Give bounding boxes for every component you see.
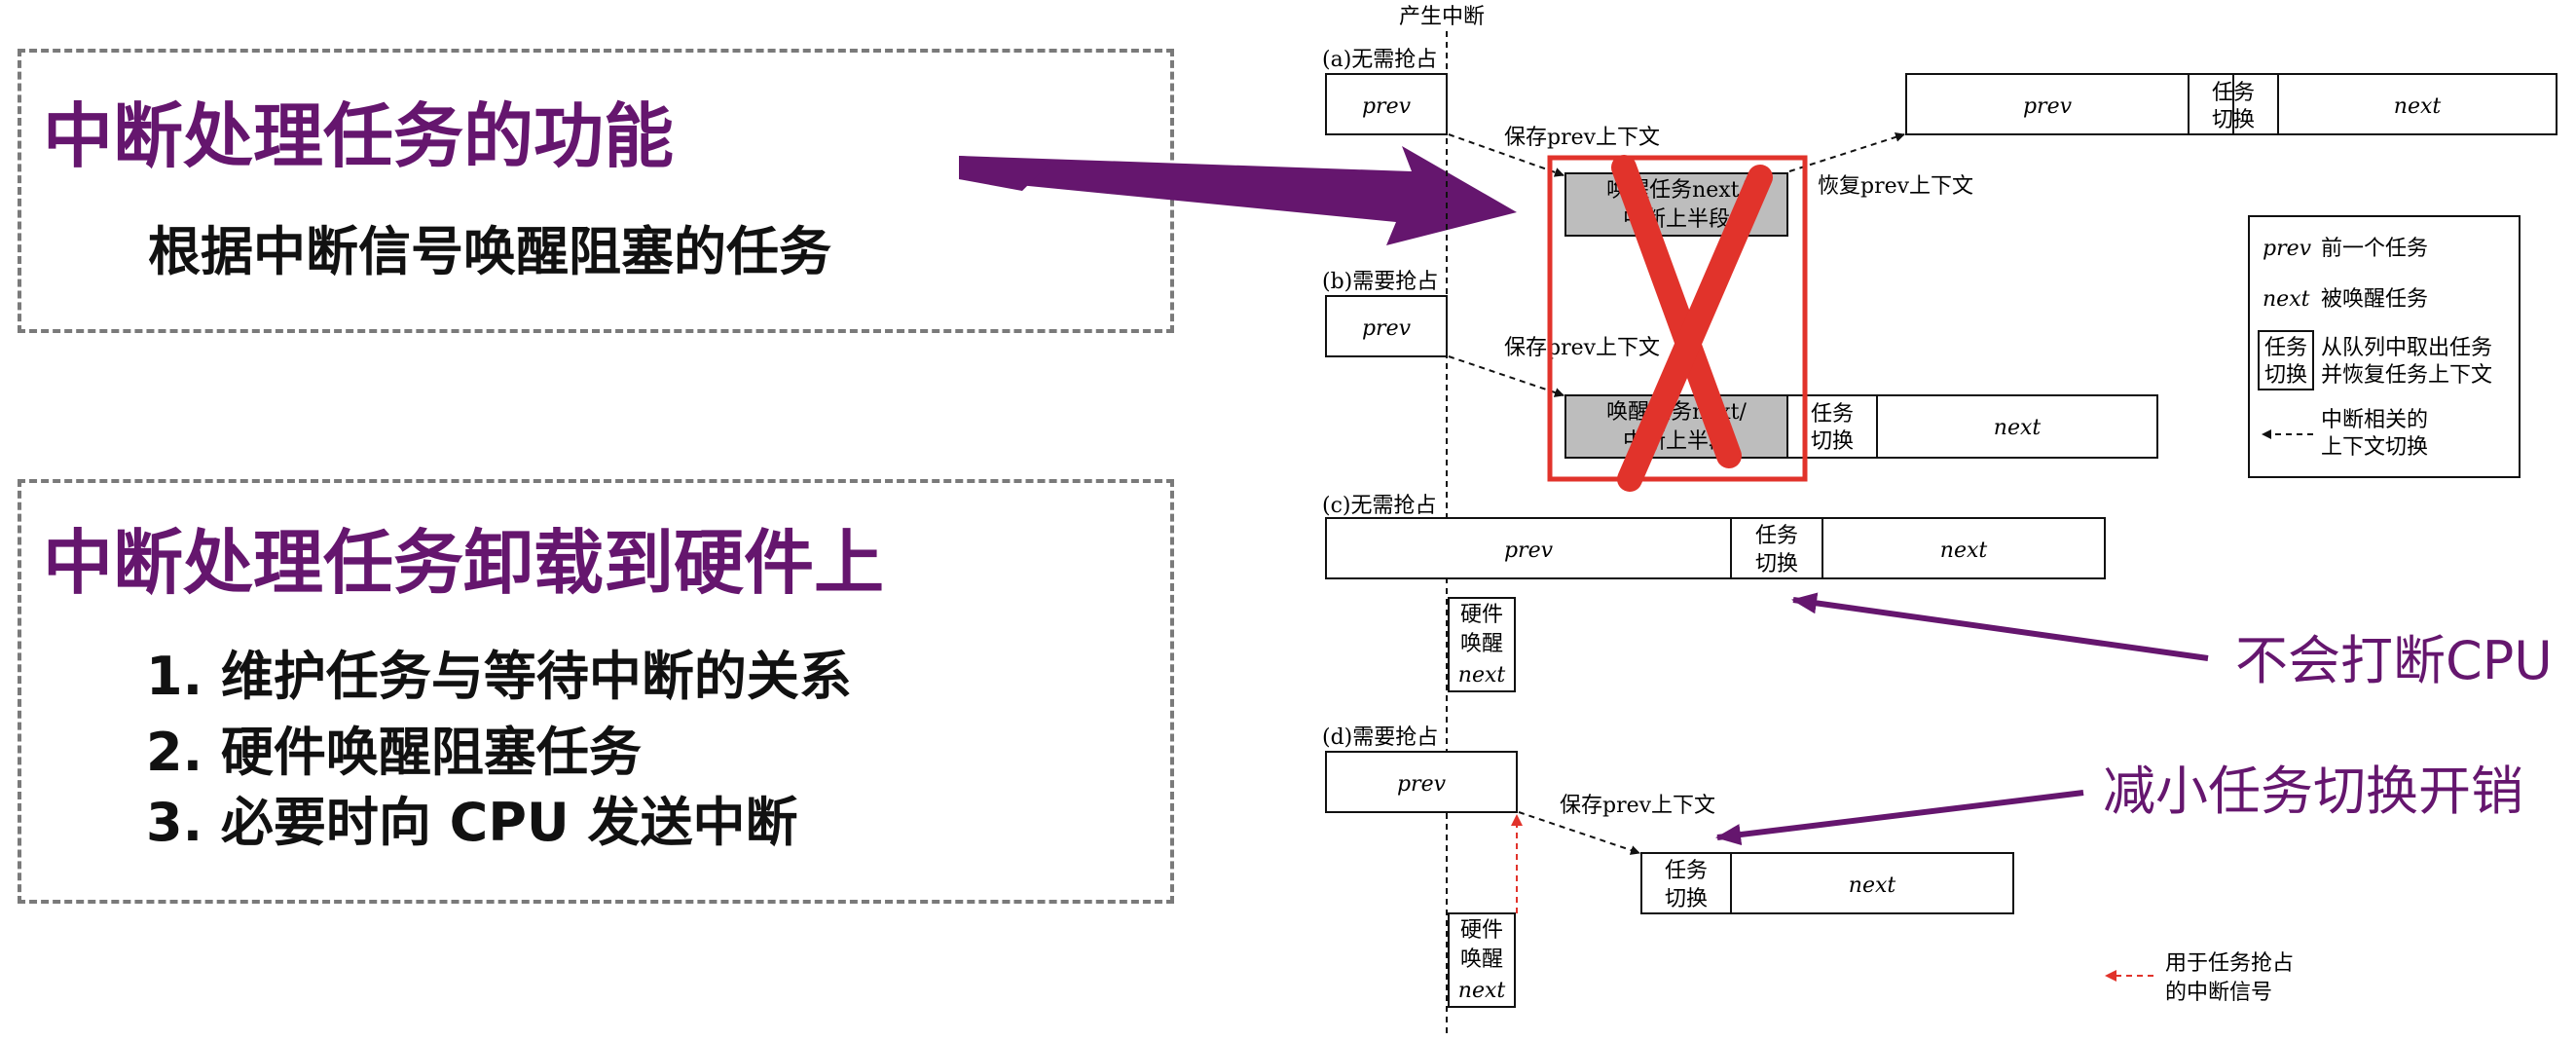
big-purple-arrow-tail [959,156,1051,191]
a-switch-area [2190,74,2233,134]
c-switch-box [1730,517,1823,579]
c-switch-line2: 切换 [1755,552,1798,576]
a-next-label: next [2394,94,2442,119]
legend-switch-desc-2: 并恢复任务上下文 [2321,363,2492,388]
d-next-label: next [1849,873,1896,898]
d-next-box [1730,852,2014,914]
legend-prev-key: prev [2263,237,2312,261]
d-prev-label: prev [1397,772,1447,797]
b-switch-line1: 任务 [1811,402,1854,427]
a-prev-resume-label: prev [2023,94,2073,119]
offload-box [18,479,1174,904]
a-next-box [2277,73,2558,135]
legend-switch-key-1: 任务 [2264,336,2307,360]
b-prev-label: prev [1362,316,1412,341]
a-save-ctx: 保存prev上下文 [1504,126,1660,150]
b-prev-box [1325,295,1448,357]
d-hw-wake-line2: 唤醒 [1460,947,1503,972]
section-b-label: (b)需要抢占 [1322,270,1438,294]
d-hw-wake-line3: next [1458,979,1506,1003]
offload-heading: 中断处理任务卸载到硬件上 [43,522,885,604]
section-a-label: (a)无需抢占 [1322,48,1437,72]
legend-arrow-desc-2: 上下文切换 [2321,435,2428,460]
offload-item-1: 1. 维护任务与等待中断的关系 [146,646,852,707]
legend-switch-desc-1: 从队列中取出任务 [2321,336,2492,360]
cross-stroke-2 [1617,165,1773,492]
d-hw-wake-line1: 硬件 [1460,918,1503,943]
legend-arrow-desc-1: 中断相关的 [2321,408,2428,432]
offload-item-3: 3. 必要时向 CPU 发送中断 [146,792,798,853]
legend-switch-key-2: 切换 [2264,363,2307,388]
section-d-label: (d)需要抢占 [1322,725,1438,750]
d-switch-line1: 任务 [1665,859,1708,883]
c-next-box [1822,517,2106,579]
no-interrupt-note: 不会打断CPU [2235,630,2553,691]
b-save-ctx: 保存prev上下文 [1504,336,1660,360]
c-hw-wake-box [1448,597,1516,692]
b-switch-line2: 切换 [1811,429,1854,454]
red-legend-1: 用于任务抢占 [2165,951,2294,976]
c-next-label: next [1940,539,1988,563]
section-c-label: (c)无需抢占 [1322,494,1437,518]
legend-next-key: next [2263,287,2310,312]
c-switch-line1: 任务 [1755,524,1798,548]
offload-item-2: 2. 硬件唤醒阻塞任务 [146,722,642,783]
cross-stroke-1 [1611,155,1742,468]
a-restore-ctx: 恢复prev上下文 [1818,174,1973,199]
reduce-cost-note: 减小任务切换开销 [2103,761,2523,822]
crossed-out-frame [1547,155,1808,482]
d-hw-wake-box [1448,912,1516,1008]
d-switch-line2: 切换 [1665,887,1708,911]
b-switch-box [1786,394,1878,459]
function-text: 根据中断信号唤醒阻塞的任务 [148,221,831,282]
b-wake-box [1564,394,1788,459]
a-switch-line1: 任务 [2212,81,2255,105]
a-prev-box [1325,73,1448,135]
c-prev-box [1325,517,1732,579]
legend-next-desc: 被唤醒任务 [2321,287,2428,312]
a-prev-label: prev [1362,94,1412,119]
a-switch-line2: 切换 [2212,108,2255,132]
no-interrupt-arrow [1791,592,2209,661]
b-next-label: next [1994,416,2042,440]
reduce-cost-arrow [1715,790,2084,846]
c-prev-label: prev [1504,539,1554,563]
legend-prev-desc: 前一个任务 [2321,237,2428,261]
d-prev-box [1325,751,1518,813]
d-save-ctx: 保存prev上下文 [1560,794,1715,818]
c-hw-wake-line3: next [1458,663,1506,687]
b-next-box [1876,394,2158,459]
interrupt-label: 产生中断 [1399,5,1485,29]
function-heading: 中断处理任务的功能 [43,95,675,177]
big-purple-arrow [959,146,1517,245]
legend-switch-key-box [2258,330,2314,390]
red-legend-2: 的中断信号 [2165,981,2272,1005]
c-hw-wake-line1: 硬件 [1460,603,1503,627]
c-hw-wake-line2: 唤醒 [1460,632,1503,656]
